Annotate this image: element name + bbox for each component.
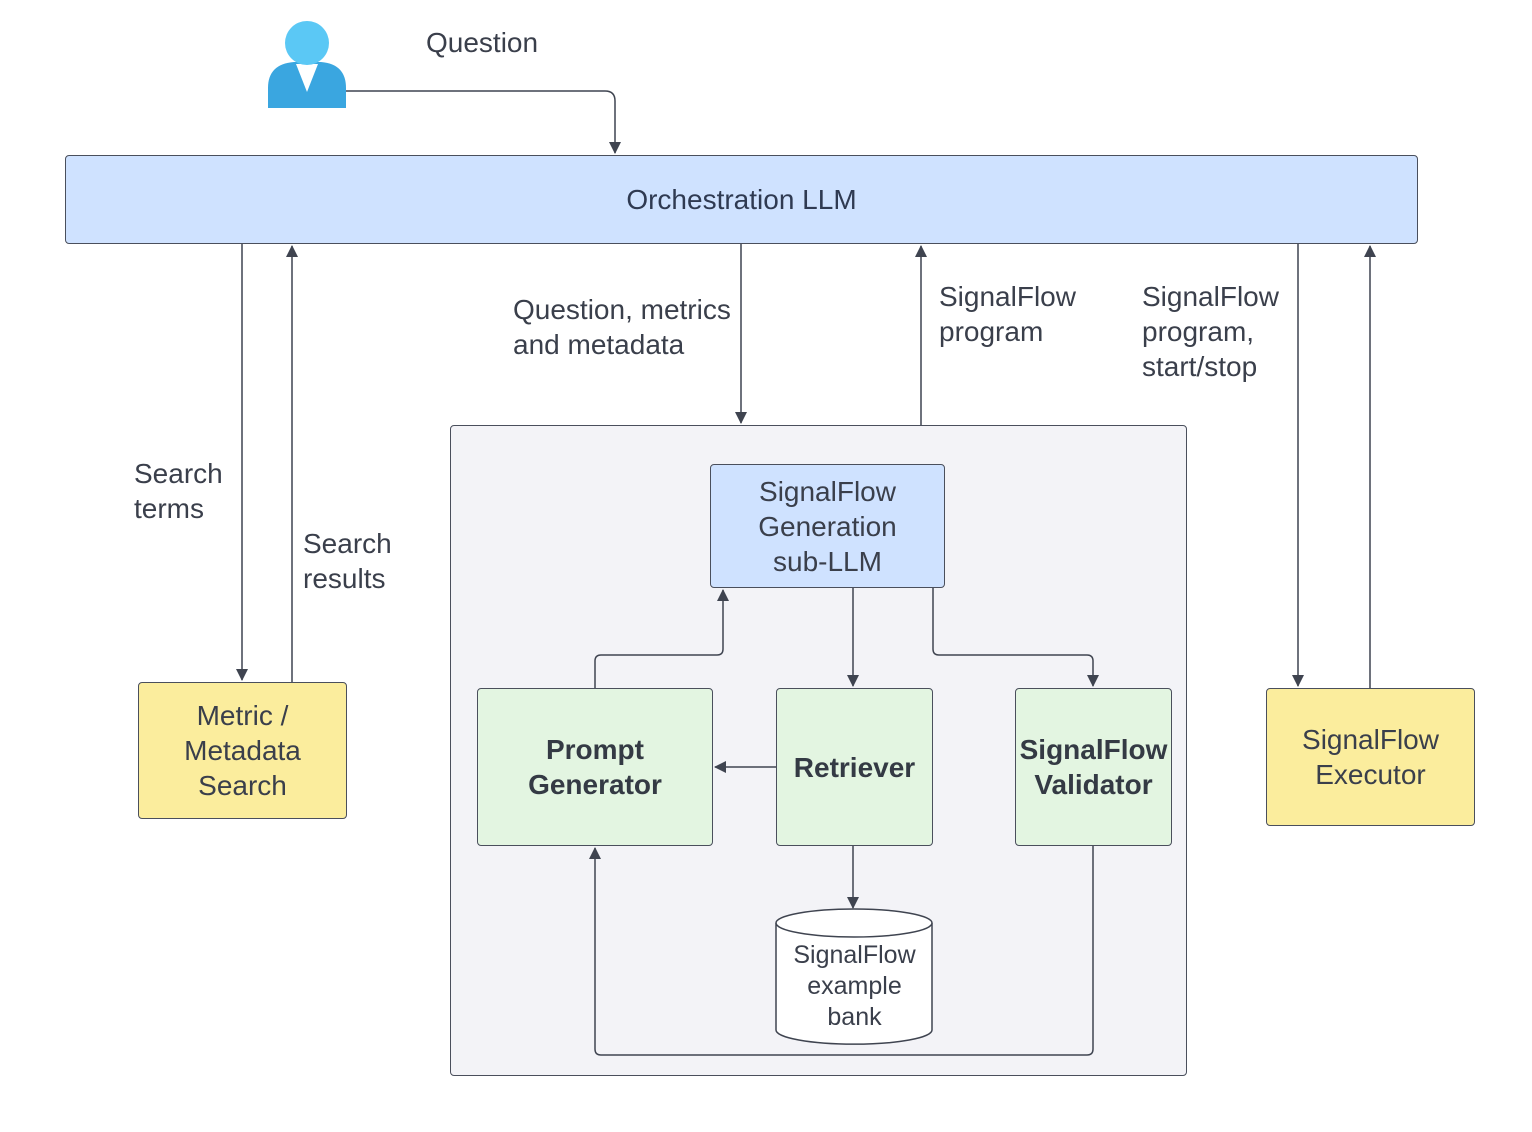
retriever-node: Retriever (776, 688, 933, 846)
label-question: Question (426, 27, 539, 58)
signalflow-executor-node: SignalFlow Executor (1266, 688, 1475, 826)
prompt-generator-label: Prompt Generator (528, 734, 662, 800)
example-bank-label: SignalFlow example bank (793, 941, 916, 1031)
label-signalflow-program: SignalFlow program (939, 281, 1076, 347)
orchestration-llm-label: Orchestration LLM (626, 183, 857, 215)
orchestration-llm-node: Orchestration LLM (65, 155, 1418, 244)
signalflow-generation-subllm-node: SignalFlow Generation sub-LLM (710, 464, 945, 588)
label-program-start-stop: SignalFlow program, start/stop (1142, 281, 1279, 382)
label-search-terms: Search terms (134, 458, 223, 524)
retriever-label: Retriever (793, 751, 916, 783)
signalflow-validator-node: SignalFlow Validator (1015, 688, 1172, 846)
arrow-user-to-orchestrator (346, 90, 621, 154)
label-question-metrics: Question, metrics and metadata (513, 294, 731, 360)
subllm-label: SignalFlow Generation sub-LLM (758, 475, 897, 577)
label-search-results: Search results (303, 528, 392, 594)
prompt-generator-node: Prompt Generator (477, 688, 713, 846)
user-icon (268, 21, 346, 108)
metric-search-label: Metric / Metadata Search (184, 700, 301, 801)
executor-label: SignalFlow Executor (1302, 724, 1439, 790)
validator-label: SignalFlow Validator (1019, 734, 1168, 800)
metric-metadata-search-node: Metric / Metadata Search (138, 682, 347, 819)
